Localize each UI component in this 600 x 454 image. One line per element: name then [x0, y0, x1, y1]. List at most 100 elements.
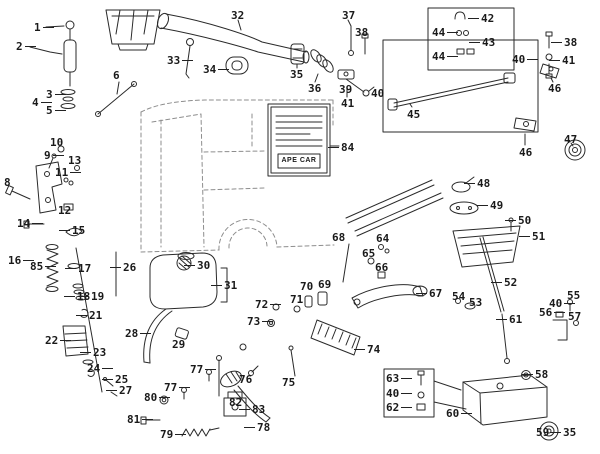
part-label-76: 76	[239, 373, 253, 386]
part-label-11: 11	[55, 167, 82, 178]
part-label-6: 6	[113, 69, 120, 82]
part-label-12: 12	[58, 204, 72, 217]
part-label-40: 40	[549, 298, 576, 309]
part-label-82: 82	[229, 396, 243, 409]
part-label-13: 13	[68, 154, 82, 167]
part-label-41: 41	[341, 97, 355, 110]
storage-tray	[105, 9, 161, 51]
part-label-17: 17	[65, 263, 91, 274]
part-label-78: 78	[244, 422, 270, 433]
control-rod-17-27	[62, 247, 118, 397]
part-label-30: 30	[184, 260, 210, 271]
part-label-48: 48	[464, 178, 490, 189]
gear-linkage-37-41	[337, 19, 375, 98]
part-label-14: 14	[17, 218, 44, 229]
data-plate	[267, 103, 340, 177]
part-label-39: 39	[339, 83, 353, 96]
part-label-36: 36	[308, 82, 322, 95]
hardware-box-62-63	[383, 368, 467, 418]
part-label-40: 40	[512, 54, 539, 65]
part-label-41: 41	[549, 55, 575, 66]
part-label-49: 49	[477, 200, 503, 211]
part-label-10: 10	[50, 136, 64, 149]
part-label-45: 45	[407, 108, 421, 121]
battery-box	[462, 370, 559, 441]
part-label-59: 59	[536, 426, 550, 439]
part-label-29: 29	[172, 338, 186, 351]
part-label-85: 85	[30, 261, 57, 272]
part-label-23: 23	[80, 347, 106, 358]
part-label-71: 71	[290, 293, 304, 306]
part-label-73: 73	[247, 316, 274, 327]
part-label-47: 47	[564, 133, 578, 146]
part-label-58: 58	[522, 369, 548, 380]
part-label-84: 84	[328, 142, 354, 153]
part-label-52: 52	[491, 277, 517, 288]
handbrake-lever	[342, 243, 428, 309]
part-label-83: 83	[239, 404, 265, 415]
spring-16	[45, 244, 59, 292]
chassis-rails	[345, 179, 444, 237]
part-label-69: 69	[318, 278, 332, 291]
part-label-60: 60	[446, 408, 473, 419]
part-label-34: 34	[203, 64, 230, 75]
tie-rod	[95, 81, 137, 117]
part-label-4: 4	[32, 97, 52, 108]
part-label-46: 46	[519, 146, 533, 159]
part-label-63: 63	[386, 373, 413, 384]
brake-pedal	[140, 355, 271, 437]
part-label-43: 43	[469, 37, 495, 48]
part-label-19: 19	[78, 291, 104, 302]
part-label-2: 2	[16, 41, 36, 52]
part-label-9: 9	[44, 150, 64, 161]
part-label-67: 67	[416, 288, 442, 299]
part-label-44: 44	[432, 51, 459, 62]
part-label-50: 50	[505, 215, 531, 226]
part-label-80: 80	[144, 392, 171, 403]
part-label-42: 42	[468, 13, 494, 24]
vehicle-outline	[140, 99, 335, 253]
part-label-22: 22	[45, 335, 72, 346]
part-label-5: 5	[46, 105, 66, 116]
data-plate-text: APE CAR	[281, 157, 317, 164]
part-label-3: 3	[46, 89, 66, 100]
part-label-1: 1	[34, 22, 54, 33]
part-label-15: 15	[59, 225, 85, 236]
part-label-26: 26	[110, 262, 136, 273]
part-label-37: 37	[342, 9, 356, 22]
part-label-24: 24	[87, 363, 114, 374]
part-label-81: 81	[127, 414, 154, 425]
part-label-66: 66	[375, 261, 389, 274]
part-label-44: 44	[432, 27, 459, 38]
part-label-54: 54	[452, 290, 466, 303]
part-label-79: 79	[160, 429, 187, 440]
part-label-77: 77	[164, 382, 191, 393]
part-label-27: 27	[106, 385, 132, 396]
part-label-8: 8	[4, 176, 11, 189]
fuel-hose	[143, 308, 189, 364]
part-label-35: 35	[290, 68, 304, 81]
part-label-77: 77	[190, 364, 217, 375]
gearshift-assembly	[449, 176, 521, 364]
part-label-33: 33	[167, 55, 194, 66]
part-label-32: 32	[231, 9, 245, 22]
part-label-40: 40	[371, 87, 385, 100]
lever-bracket-8-15	[5, 145, 83, 237]
accelerator-pedal	[239, 319, 361, 377]
part-label-57: 57	[568, 310, 582, 323]
part-label-31: 31	[211, 280, 237, 291]
part-label-38: 38	[355, 26, 369, 39]
part-label-16: 16	[8, 255, 35, 266]
part-label-74: 74	[354, 344, 380, 355]
hardware-box-42-44	[427, 7, 515, 71]
part-label-25: 25	[102, 374, 128, 385]
part-label-70: 70	[300, 280, 314, 293]
part-label-75: 75	[282, 376, 296, 389]
part-label-62: 62	[386, 402, 413, 413]
part-label-46: 46	[548, 82, 562, 95]
track-rod-45	[382, 39, 539, 133]
part-label-35: 35	[550, 427, 576, 438]
brackets-46-grommet-47	[513, 63, 586, 161]
